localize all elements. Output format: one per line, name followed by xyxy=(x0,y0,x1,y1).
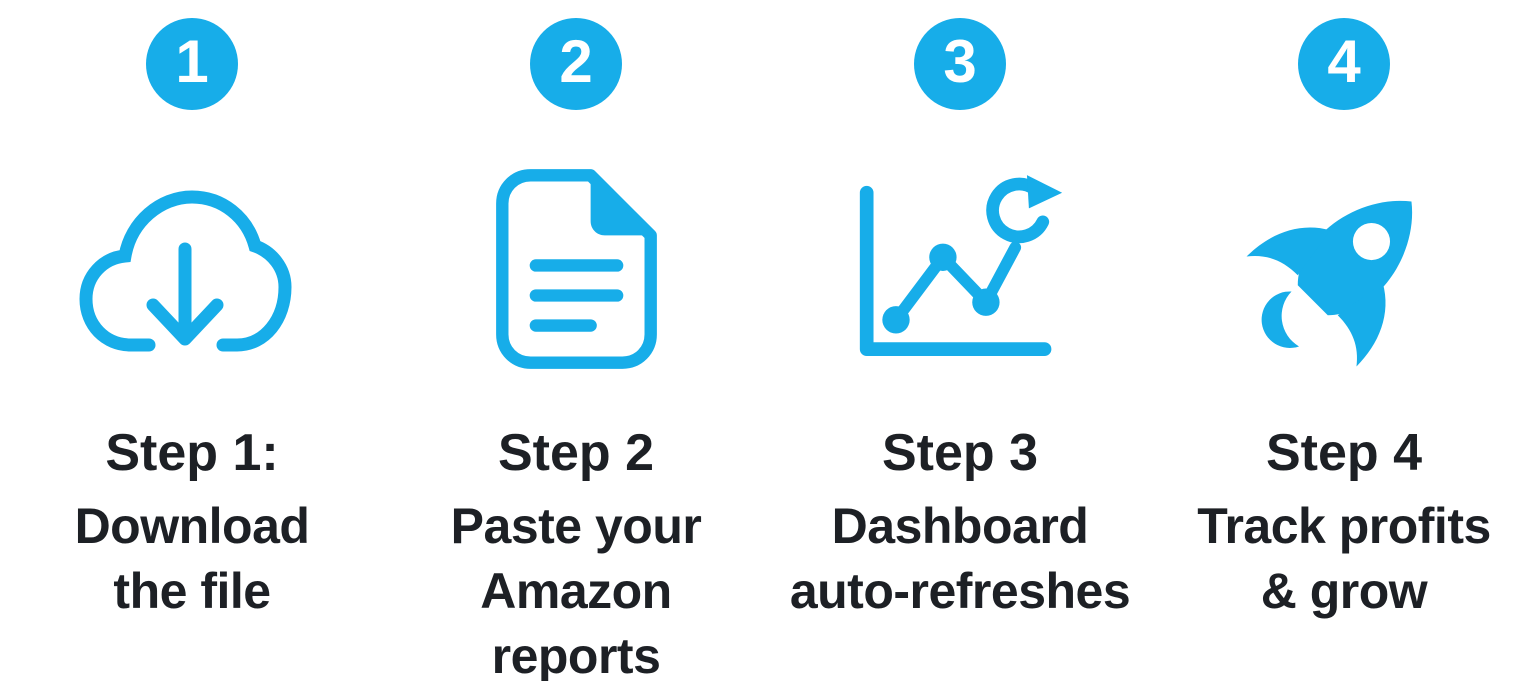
cloud-download-icon xyxy=(77,154,307,384)
step-item-4: 4 Step 4 Track profits & grow xyxy=(1152,18,1536,681)
step-item-1: 1 Step 1: Download the file xyxy=(0,18,384,681)
step-number-badge: 4 xyxy=(1298,18,1390,110)
step-number: 3 xyxy=(943,28,977,95)
step-title: Step 4 xyxy=(1265,424,1423,482)
step-desc-line: Track profits xyxy=(1197,497,1491,554)
step-desc-line: Paste your xyxy=(450,497,702,554)
step-description: Paste your Amazon reports xyxy=(451,494,702,681)
chart-refresh-icon xyxy=(853,154,1068,384)
step-number: 2 xyxy=(559,28,593,95)
step-number-badge: 2 xyxy=(530,18,622,110)
step-description: Dashboard auto-refreshes xyxy=(789,494,1131,624)
step-description: Download the file xyxy=(75,494,310,624)
step-desc-line: & grow xyxy=(1260,562,1428,619)
step-desc-line: Amazon xyxy=(480,562,672,619)
step-desc-line: Download xyxy=(74,497,310,554)
step-description: Track profits & grow xyxy=(1197,494,1491,624)
step-title: Step 2 xyxy=(497,424,655,482)
step-desc-line: Dashboard xyxy=(831,497,1089,554)
step-number-badge: 1 xyxy=(146,18,238,110)
step-desc-line: the file xyxy=(113,562,271,619)
step-number: 4 xyxy=(1327,28,1361,95)
step-title: Step 3 xyxy=(881,424,1039,482)
document-icon xyxy=(488,154,665,384)
step-desc-line: auto-refreshes xyxy=(789,562,1131,619)
step-number: 1 xyxy=(175,28,209,95)
step-desc-line: reports xyxy=(491,627,661,681)
step-item-3: 3 Step 3 Dashboard auto-refreshes xyxy=(768,18,1152,681)
step-number-badge: 3 xyxy=(914,18,1006,110)
step-item-2: 2 Step 2 Paste your Amazon reports xyxy=(384,18,768,681)
step-title: Step 1: xyxy=(105,424,279,482)
rocket-icon xyxy=(1238,154,1450,384)
